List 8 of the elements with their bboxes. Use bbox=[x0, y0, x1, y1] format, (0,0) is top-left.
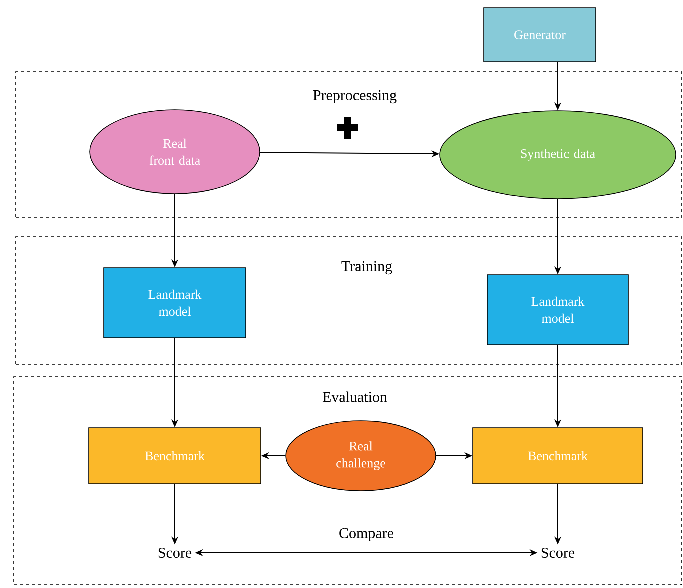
score-text: Score bbox=[542, 548, 575, 558]
benchmark-box: Benchmark bbox=[88, 428, 262, 484]
model-box: Landmark model bbox=[104, 268, 246, 338]
model-box: Landmark model bbox=[487, 274, 629, 346]
edge-label: Compare bbox=[340, 528, 394, 542]
score-text: Score bbox=[158, 548, 192, 558]
process-box: Generator bbox=[484, 8, 596, 62]
benchmark-box: Benchmark bbox=[472, 428, 644, 484]
